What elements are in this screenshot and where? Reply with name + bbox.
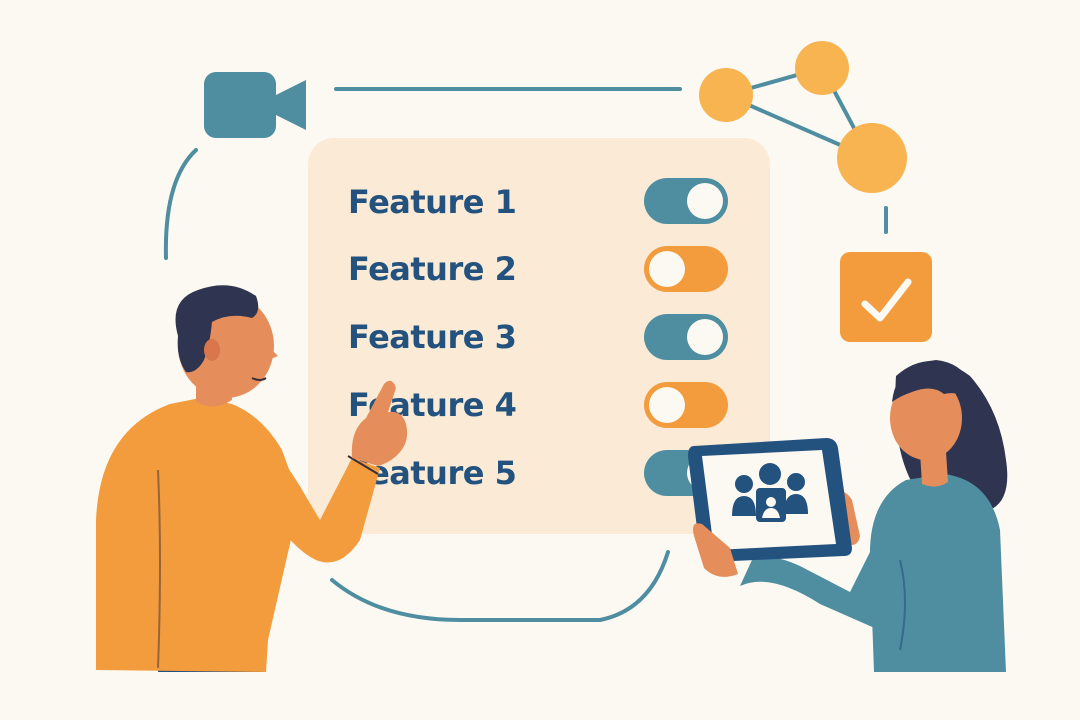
feature-toggle-5[interactable]: [644, 450, 728, 496]
feature-label-3: Feature 3: [348, 318, 517, 356]
toggle-knob: [687, 455, 723, 491]
feature-toggle-3[interactable]: [644, 314, 728, 360]
network-nodes-icon: [699, 41, 907, 193]
video-camera-icon: [204, 72, 306, 138]
feature-toggle-4[interactable]: [644, 382, 728, 428]
connector-arc-bottom: [330, 550, 670, 622]
connector-arc-left: [163, 148, 198, 260]
feature-toggle-2[interactable]: [644, 246, 728, 292]
feature-label-4: Feature 4: [348, 386, 517, 424]
checkmark-icon: [840, 252, 932, 342]
feature-toggle-1[interactable]: [644, 178, 728, 224]
feature-label-1: Feature 1: [348, 183, 517, 221]
toggle-knob: [649, 387, 685, 423]
toggle-knob: [687, 319, 723, 355]
toggle-knob: [649, 251, 685, 287]
feature-label-2: Feature 2: [348, 250, 517, 288]
feature-label-5: Feature 5: [348, 454, 517, 492]
toggle-knob: [687, 183, 723, 219]
